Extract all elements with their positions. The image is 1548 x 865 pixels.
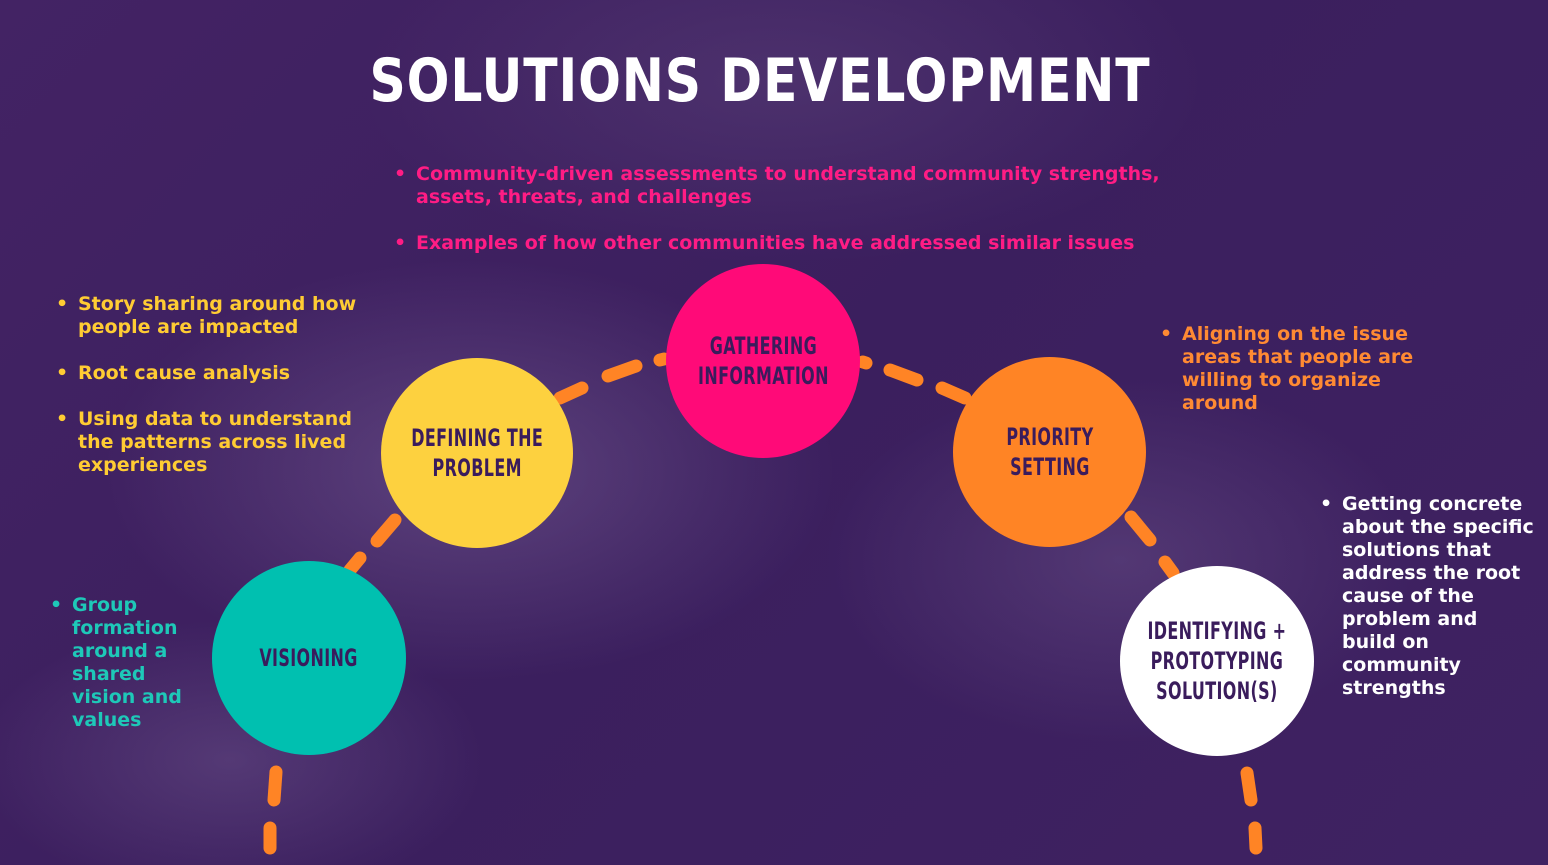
stage-visioning-circle: VISIONING <box>212 561 406 755</box>
note-item: Story sharing around how people are impa… <box>56 293 376 339</box>
stage-gathering-circle: GATHERING INFORMATION <box>666 264 860 458</box>
connector-dash <box>377 520 395 541</box>
connector-dash <box>890 370 917 380</box>
connector-dash <box>608 366 636 376</box>
defining-notes: Story sharing around how people are impa… <box>56 293 376 500</box>
stage-label: PRIORITY <box>1006 422 1093 452</box>
connector-dash <box>274 772 276 800</box>
stage-label: INFORMATION <box>698 361 829 391</box>
stage-label: PROTOTYPING <box>1148 646 1287 676</box>
note-item: Using data to understand the patterns ac… <box>56 408 376 477</box>
stage-label: GATHERING <box>698 331 829 361</box>
connector-dash <box>942 388 965 398</box>
priority-notes: Aligning on the issue areas that people … <box>1160 323 1450 438</box>
stage-label: DEFINING THE <box>411 423 543 453</box>
stage-label: IDENTIFYING + <box>1148 616 1287 646</box>
stage-label: PROBLEM <box>411 453 543 483</box>
stage-identifying-circle: IDENTIFYING + PROTOTYPING SOLUTION(S) <box>1120 566 1314 756</box>
identifying-notes: Getting concrete about the specific solu… <box>1320 493 1535 723</box>
stage-label: VISIONING <box>260 643 358 673</box>
note-item: Aligning on the issue areas that people … <box>1160 323 1450 415</box>
connector-dash <box>1131 517 1150 540</box>
stage-defining-circle: DEFINING THE PROBLEM <box>381 358 573 548</box>
note-item: Root cause analysis <box>56 362 376 385</box>
visioning-notes: Group formation around a shared vision a… <box>50 594 200 755</box>
page-title: SOLUTIONS DEVELOPMENT <box>110 46 1410 116</box>
stage-label: SETTING <box>1006 452 1093 482</box>
gathering-notes: Community-driven assessments to understa… <box>394 163 1194 278</box>
connector-dash <box>1255 828 1256 848</box>
note-item: Getting concrete about the specific solu… <box>1320 493 1535 700</box>
connector-dash <box>560 388 582 398</box>
note-item: Group formation around a shared vision a… <box>50 594 200 732</box>
connector-dash <box>1165 562 1173 573</box>
connector-dash <box>350 558 360 570</box>
connector-dash <box>1247 773 1251 800</box>
connector-dash <box>660 359 664 360</box>
note-item: Examples of how other communities have a… <box>394 232 1194 255</box>
stage-priority-circle: PRIORITY SETTING <box>953 357 1146 547</box>
connector-dash <box>863 362 866 363</box>
stage-label: SOLUTION(S) <box>1148 676 1287 706</box>
note-item: Community-driven assessments to understa… <box>394 163 1194 209</box>
